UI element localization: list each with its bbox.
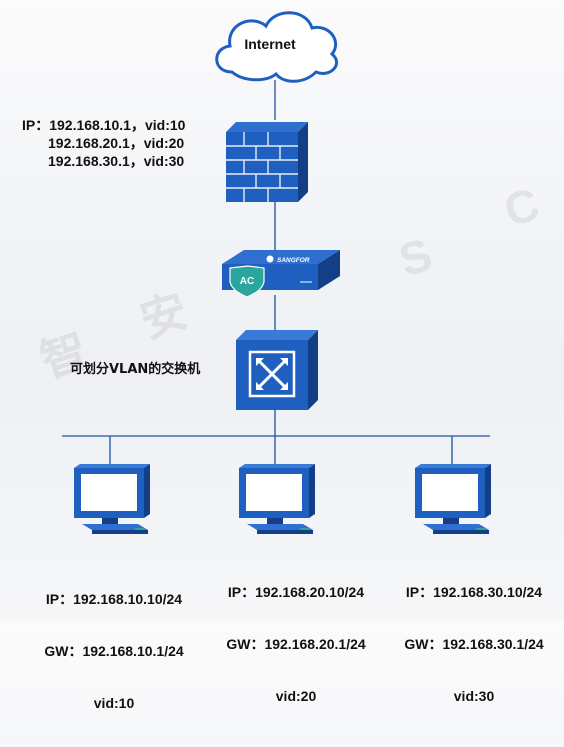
pc-2-info: IP：192.168.20.10/24 GW：192.168.20.1/24 v… xyxy=(206,548,386,740)
computer-icon xyxy=(415,464,491,534)
pc-1-gw: GW：192.168.10.1/24 xyxy=(44,643,184,659)
pc-3-gw: GW：192.168.30.1/24 xyxy=(404,636,544,652)
pc-3-ip: IP：192.168.30.10/24 xyxy=(405,584,543,600)
firewall-ip-line-1: IP：192.168.10.1，vid:10 xyxy=(22,117,186,133)
firewall-brick-icon xyxy=(226,122,308,202)
diagram-graphics: AC SANGFOR xyxy=(62,11,491,534)
pc-3-vid: vid:30 xyxy=(453,688,495,704)
firewall-ip-line-2: 192.168.20.1，vid:20 xyxy=(48,135,185,151)
switch-label: 可划分VLAN的交换机 xyxy=(70,362,201,377)
cloud-icon xyxy=(215,11,339,83)
pc-1-ip: IP：192.168.10.10/24 xyxy=(45,591,183,607)
ac-controller-icon xyxy=(222,250,340,298)
pc-3-info: IP：192.168.30.10/24 GW：192.168.30.1/24 v… xyxy=(384,548,564,740)
network-diagram: 智 安 全 S C xyxy=(22,11,545,711)
computer-icon xyxy=(239,464,315,534)
switch-icon xyxy=(236,330,318,410)
ac-badge-text: AC xyxy=(240,276,254,287)
pc-1-vid: vid:10 xyxy=(93,695,135,711)
pc-1-info: IP：192.168.10.10/24 GW：192.168.10.1/24 v… xyxy=(24,555,204,747)
computer-icon xyxy=(74,464,150,534)
ac-brand-text: SANGFOR xyxy=(277,257,310,264)
connection-lines xyxy=(62,80,490,465)
pc-2-gw: GW：192.168.20.1/24 xyxy=(226,636,366,652)
cloud-label: Internet xyxy=(244,36,296,52)
firewall-ip-line-3: 192.168.30.1，vid:30 xyxy=(48,153,185,169)
pc-2-vid: vid:20 xyxy=(275,688,317,704)
pc-2-ip: IP：192.168.20.10/24 xyxy=(227,584,365,600)
